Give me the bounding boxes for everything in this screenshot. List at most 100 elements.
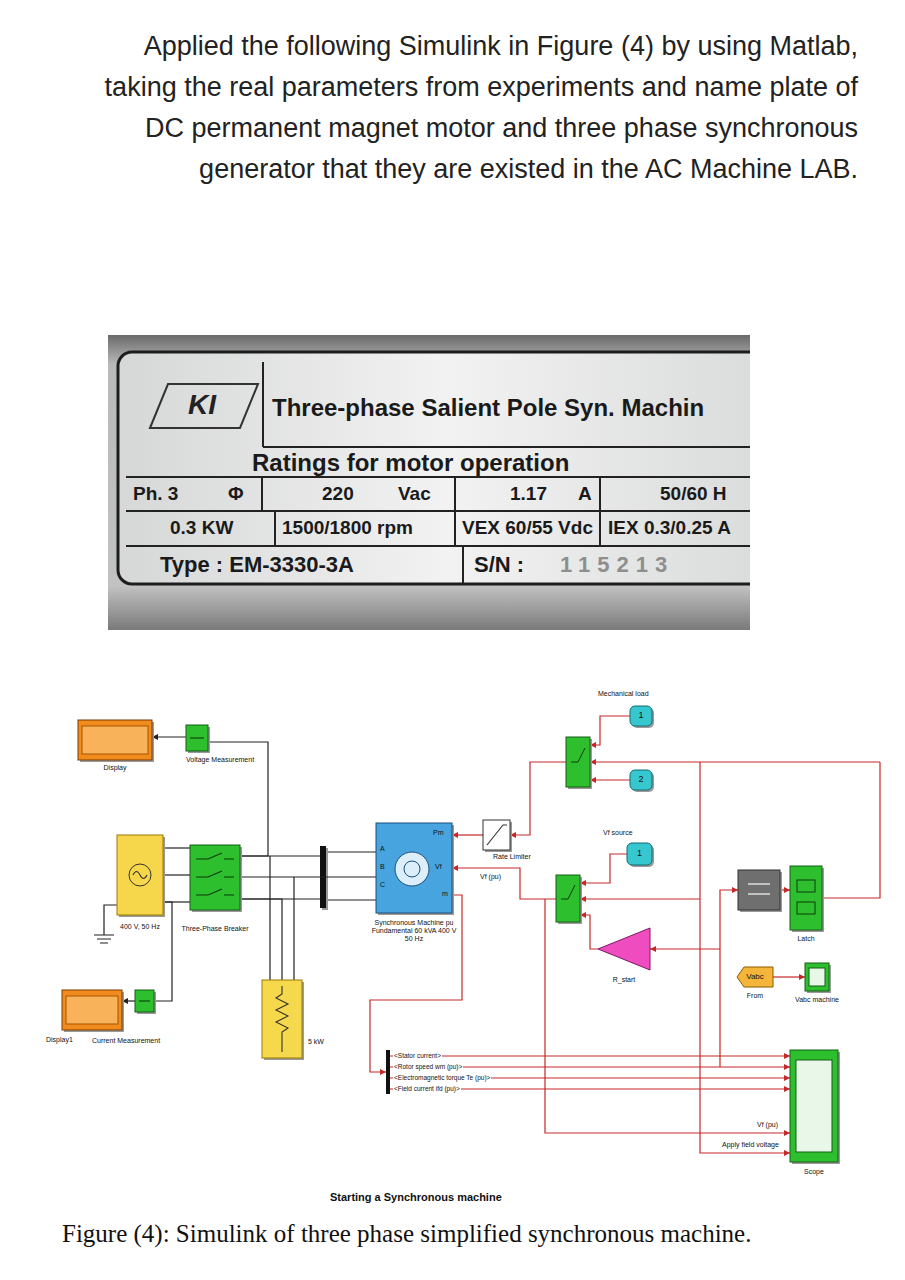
display-body [78, 720, 152, 760]
breaker-block: Three-Phase Breaker [190, 845, 240, 910]
wire-connector [152, 736, 186, 737]
nameplate [118, 352, 750, 584]
plate-cell: A [578, 483, 592, 505]
breaker-icon [190, 845, 240, 910]
nameplate-photo [108, 335, 778, 630]
plate-cell: 1.17 [510, 483, 547, 505]
source-body [117, 835, 163, 915]
signal-line [590, 761, 880, 762]
simulink-wires [94, 716, 880, 1153]
from-shape [737, 967, 773, 987]
grid-line [262, 477, 600, 511]
signal-name: Vf (pu) [757, 1121, 778, 1129]
port-label: m [442, 890, 448, 898]
wire-connector [773, 976, 805, 977]
block-label: Latch [797, 935, 814, 943]
from-tag: VabcFrom [737, 967, 773, 987]
port-block: 2 [630, 770, 652, 790]
port-label: Vf [435, 863, 442, 871]
plate-cell: Ph. 3 [133, 483, 178, 505]
meter-body [186, 725, 208, 751]
signal-wires [370, 716, 880, 1153]
block-value: 2 [638, 774, 643, 784]
wire [293, 877, 294, 980]
scope-block: Scope [790, 1050, 838, 1162]
display-window [82, 726, 148, 754]
grid-line [126, 476, 750, 478]
intro-paragraph: Applied the following Simulink in Figure… [90, 26, 858, 190]
block-label: Vf source [603, 829, 633, 837]
signal-line [580, 854, 627, 883]
block-label: 5 kW [308, 1038, 324, 1046]
plate-cell: IEX 0.3/0.25 A [608, 517, 731, 539]
port-label: B [380, 863, 385, 871]
display-block: Display1 [62, 990, 122, 1030]
port-body [630, 770, 652, 790]
wire-connector [163, 874, 190, 875]
ratelim-icon [483, 820, 510, 850]
serial-number: 115213 [560, 552, 674, 577]
meter-body [135, 990, 154, 1012]
meter-symbol [190, 737, 204, 738]
block-label: 400 V, 50 Hz [120, 923, 160, 931]
breaker-contact [196, 853, 234, 859]
block-label: R_start [613, 976, 636, 984]
block-label: From [747, 992, 763, 1000]
ground-symbol [94, 935, 114, 943]
rate-limiter-block: Rate Limiter [483, 820, 510, 850]
plate-cell: 0.3 KW [170, 517, 233, 539]
block-label: Vabc machine [795, 996, 839, 1004]
port-body [627, 843, 652, 865]
block-label: Three-Phase Breaker [182, 925, 249, 933]
meas-icon [135, 990, 154, 1012]
plate-cell: Type : EM-3330-3A [160, 552, 354, 577]
simulink-blocks [320, 737, 782, 1094]
machine-block: PmVfmABCSynchronous Machine pu Fundament… [376, 823, 452, 913]
switch-symbol [571, 748, 585, 762]
grid-line [263, 446, 750, 448]
port-block: Mechanical load1 [630, 706, 652, 726]
block-label: Mechanical load [598, 690, 649, 698]
latch-symbol [797, 902, 815, 914]
model-title: Starting a Synchronous machine [330, 1191, 502, 1204]
signal-line [822, 762, 880, 898]
plate-cell: Φ [228, 483, 244, 505]
scope-body [790, 1050, 838, 1162]
switch-block [566, 737, 590, 787]
display-icon [62, 990, 122, 1030]
sine-symbol [133, 872, 147, 879]
scope-icon [790, 1050, 838, 1162]
source-block: 400 V, 50 Hz [117, 835, 163, 915]
signal-line [650, 948, 720, 949]
wire [326, 851, 376, 852]
bus-selector [386, 1050, 390, 1094]
plate-cell: Vac [398, 483, 431, 505]
plate-cell: 50/60 H [660, 483, 727, 505]
plate-cell: 220 [322, 483, 354, 505]
compare-block [738, 870, 780, 910]
display-block: Display [78, 720, 152, 760]
signal-name: Vf (pu) [480, 873, 501, 881]
port-body [630, 706, 652, 726]
wire-connector [452, 834, 483, 835]
plate-cell: 1500/1800 rpm [282, 517, 413, 539]
scope-block: Vabc machine [805, 963, 829, 991]
machine-body [376, 823, 452, 913]
limiter-body [483, 820, 510, 850]
gain-block: R_start [598, 928, 650, 970]
signal-line [545, 899, 790, 1133]
signal-name: <Field current ifd (pu)> [393, 1085, 461, 1092]
latch-symbol [797, 880, 815, 892]
display-window [66, 996, 118, 1024]
resistor-symbol [276, 986, 288, 1052]
compare-symbol [748, 884, 770, 894]
block-label: Current Measurement [92, 1037, 160, 1045]
plate-cell: S/N : [474, 552, 524, 577]
signal-line [510, 762, 566, 835]
measurement-block: Current Measurement [135, 990, 154, 1012]
wire-connector [240, 899, 282, 980]
block-label: Rate Limiter [493, 853, 531, 861]
plate [118, 352, 750, 584]
meas-icon [186, 725, 208, 751]
